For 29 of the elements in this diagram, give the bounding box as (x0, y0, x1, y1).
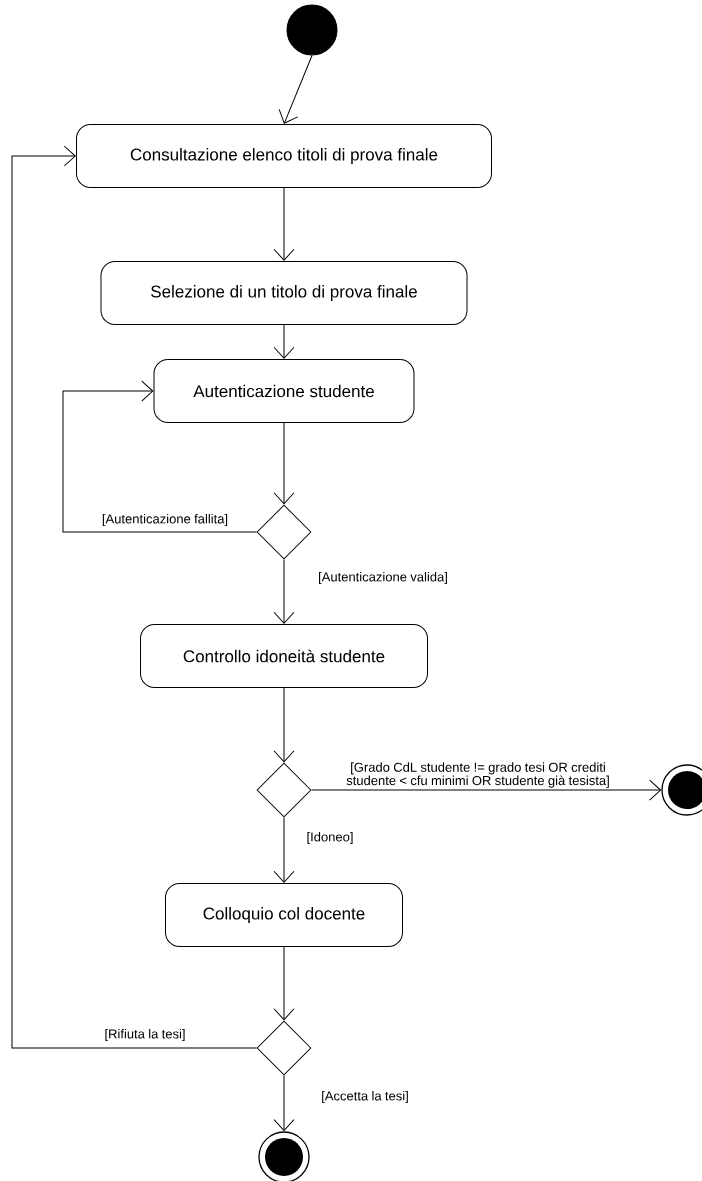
arrow (273, 687, 295, 763)
arrow (273, 817, 295, 883)
arrow (62, 380, 257, 533)
guard-label: [Autenticazione fallita] (102, 513, 228, 527)
guard-label: [Accetta la tesi] (322, 1090, 408, 1104)
guard-label: [Rifiuta la tesi] (105, 1028, 185, 1042)
end-node (258, 1131, 310, 1181)
end-node (661, 764, 702, 816)
action-box: Colloquio col docente (165, 883, 403, 947)
arrow (273, 187, 295, 261)
arrow (273, 422, 295, 505)
action-box: Selezione di un titolo di prova finale (100, 261, 468, 325)
decision-diamond (256, 762, 312, 818)
arrow (11, 145, 257, 1049)
action-box: Controllo idoneità studente (140, 624, 428, 688)
arrow (311, 779, 662, 801)
arrow (273, 559, 295, 624)
action-box: Autenticazione studente (153, 359, 415, 423)
start-node (286, 4, 338, 56)
action-box: Consultazione elenco titoli di prova finale (76, 124, 492, 188)
decision-diamond (256, 1020, 312, 1076)
decision-diamond (256, 504, 312, 560)
arrow (273, 946, 295, 1021)
guard-label: [Grado CdL studente != grado tesi OR crediti studente < cfu minimi OR studente già tesista] (346, 762, 609, 788)
arrow (273, 1075, 295, 1132)
arrow (273, 324, 295, 359)
guard-label: [Autenticazione valida] (319, 571, 447, 585)
guard-label: [Idoneo] (307, 831, 353, 845)
arrow (278, 55, 313, 124)
